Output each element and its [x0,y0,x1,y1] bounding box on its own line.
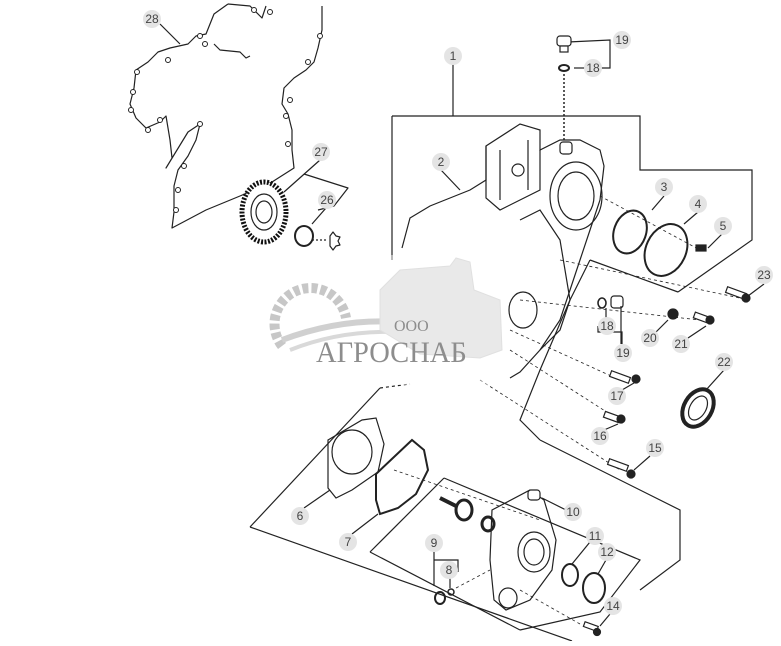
callout-20[interactable]: 20 [641,329,659,347]
washer-18b [597,297,607,309]
callout-27[interactable]: 27 [312,143,330,161]
callout-10[interactable]: 10 [564,503,582,521]
bushing-26 [294,225,314,247]
gasket-28 [129,3,323,229]
gear-logo-icon [269,283,351,350]
washer-18 [558,64,570,72]
callout-28[interactable]: 28 [143,10,161,28]
callout-2[interactable]: 2 [432,153,450,171]
callout-22[interactable]: 22 [715,353,733,371]
water-pump-body [489,489,557,611]
callout-23[interactable]: 23 [755,266,773,284]
nut-20 [667,308,679,320]
callout-5[interactable]: 5 [714,217,732,235]
callout-7[interactable]: 7 [339,533,357,551]
plug-9 [434,591,446,605]
callout-19[interactable]: 19 [613,31,631,49]
callout-8[interactable]: 8 [440,561,458,579]
callout-26[interactable]: 26 [318,191,336,209]
callout-19[interactable]: 19 [614,344,632,362]
callout-12[interactable]: 12 [598,543,616,561]
callout-17[interactable]: 17 [608,387,626,405]
washer-8 [447,588,455,596]
callout-4[interactable]: 4 [689,195,707,213]
snap-ring-11 [561,563,579,587]
cover-plate-4 [643,223,689,277]
callout-1[interactable]: 1 [444,47,462,65]
watermark-prefix: ООО [394,318,429,335]
bolt-15 [606,457,630,473]
plug-19b [610,295,624,309]
callout-15[interactable]: 15 [646,439,664,457]
callout-21[interactable]: 21 [672,335,690,353]
key-star [329,231,341,251]
watermark-brand: АГРОСНАБ [316,336,467,369]
snap-ring-12 [582,572,606,604]
bolt-17 [608,369,632,385]
oring-3 [612,209,648,255]
seal-22 [680,387,716,429]
watermark-logo [246,255,508,385]
callout-14[interactable]: 14 [604,597,622,615]
callout-3[interactable]: 3 [655,178,673,196]
timing-cover-housing-2 [401,123,605,379]
screw-5 [695,244,707,252]
callout-18[interactable]: 18 [598,317,616,335]
combine-harvester-icon [379,257,503,359]
callout-16[interactable]: 16 [591,427,609,445]
callout-11[interactable]: 11 [586,527,604,545]
gasket-7 [375,438,430,516]
bushing [480,515,496,533]
callout-6[interactable]: 6 [291,507,309,525]
gear-27 [239,179,289,245]
callout-18[interactable]: 18 [584,59,602,77]
callout-9[interactable]: 9 [425,534,443,552]
plug-19 [556,35,572,47]
impeller [454,498,474,522]
